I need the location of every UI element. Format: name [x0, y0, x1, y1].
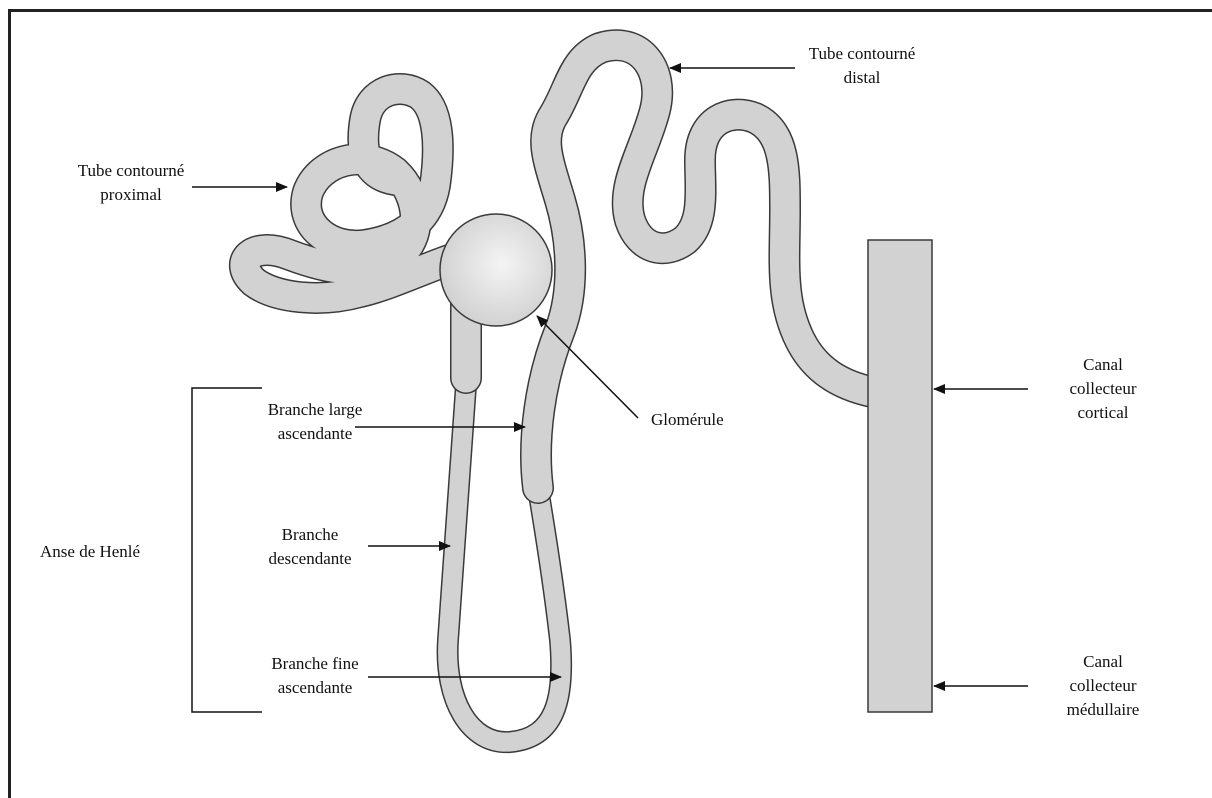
label-anse-de-henle: Anse de Henlé [40, 540, 140, 564]
label-tube-distal: Tube contourné distal [792, 42, 932, 90]
label-branche-large: Branche large ascendante [250, 398, 380, 446]
glomerulus-shape [440, 214, 552, 326]
proximal-tubule [245, 89, 455, 298]
label-glomerule: Glomérule [651, 408, 724, 432]
label-canal-medullaire: Canal collecteur médullaire [1048, 650, 1158, 722]
duct-junction [872, 380, 874, 402]
label-branche-fine: Branche fine ascendante [250, 652, 380, 700]
label-branche-descendante: Branche descendante [250, 523, 370, 571]
label-tube-proximal: Tube contourné proximal [66, 159, 196, 207]
label-canal-cortical: Canal collecteur cortical [1048, 353, 1158, 425]
collecting-duct [868, 240, 932, 712]
henle-and-distal-tubule [448, 45, 872, 742]
